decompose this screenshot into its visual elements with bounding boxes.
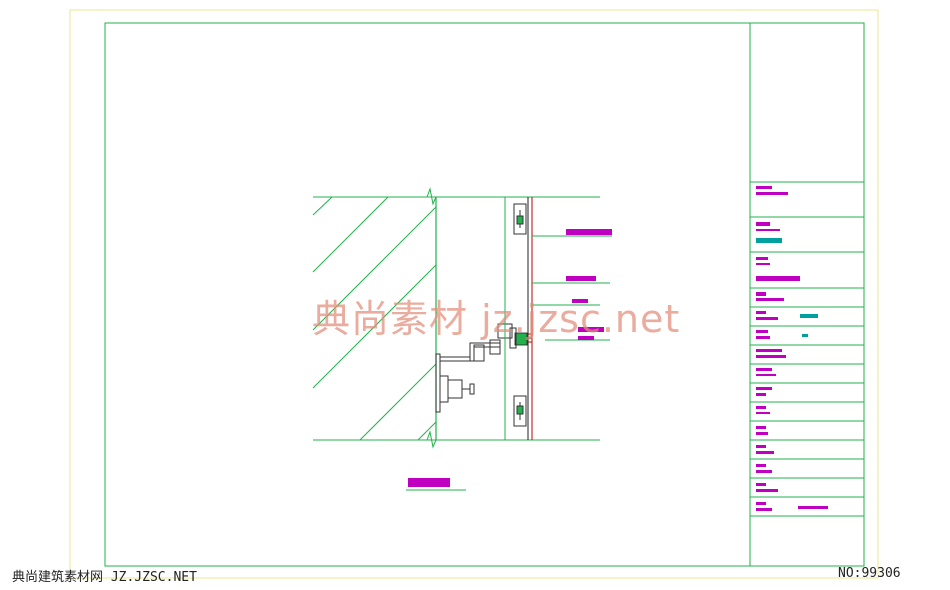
back-bolt-top (513, 203, 527, 235)
section-caption-mark (408, 478, 450, 487)
title-block (750, 181, 864, 517)
title-block-text-marks (756, 186, 828, 511)
drawing-frame (104, 22, 865, 567)
watermark: 典尚素材 jz.jzsc.net (312, 297, 681, 341)
anchor-bolt (439, 375, 475, 403)
break-mark-bottom (426, 430, 437, 449)
fixing-clip (514, 332, 528, 346)
sheet-outer-border (69, 9, 879, 579)
back-bolt-bottom (513, 395, 527, 427)
footer-number-label: NO:99306 (838, 566, 901, 581)
footer-site-label: 典尚建筑素材网 JZ.JZSC.NET (12, 570, 197, 585)
leader-lines (532, 235, 612, 341)
sealant-joint (528, 333, 532, 343)
annotation-marks (566, 229, 612, 340)
break-mark-top (426, 187, 437, 206)
wall-hatch (312, 196, 437, 441)
section-detail (312, 187, 612, 491)
angle-bracket (440, 339, 501, 362)
